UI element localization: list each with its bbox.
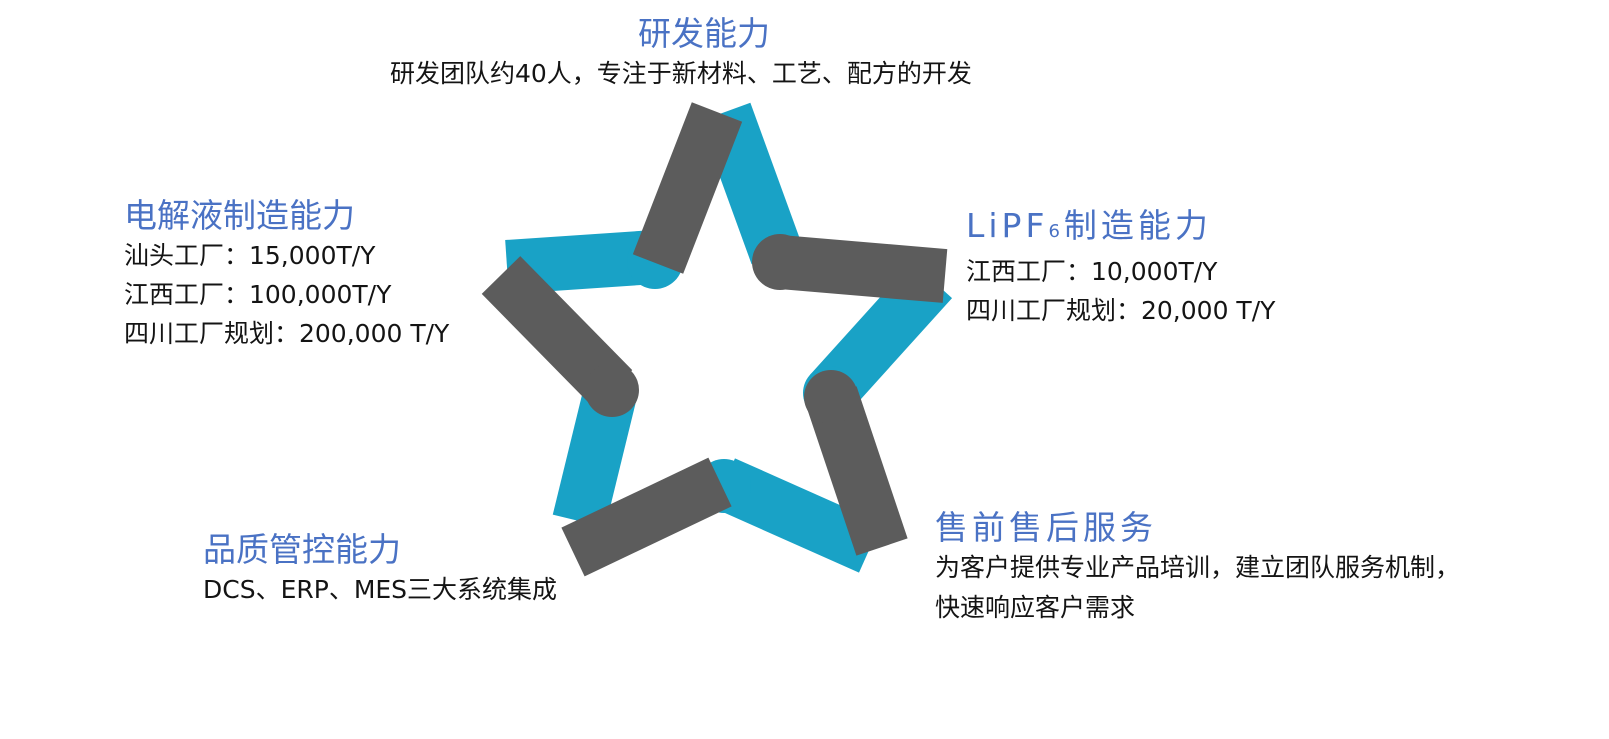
lipf6-capability-title: LiPF6制造能力 — [966, 206, 1275, 252]
service-desc-line-1: 为客户提供专业产品培训，建立团队服务机制， — [935, 553, 1461, 582]
quality-control-desc: DCS、ERP、MES三大系统集成 — [203, 575, 558, 604]
lipf6-sichuan-plan: 四川工厂规划：20,000 T/Y — [966, 296, 1276, 325]
lipf6-capability-block: LiPF6制造能力 江西工厂：10,000T/Y 四川工厂规划：20,000 T… — [966, 206, 1275, 330]
electrolyte-capability-block: 电解液制造能力 汕头工厂：15,000T/Y 江西工厂：100,000T/Y 四… — [124, 196, 449, 353]
service-title: 售前售后服务 — [935, 508, 1157, 547]
star-band-gray-bottom-left — [561, 457, 732, 577]
lipf6-title-rest: 制造能力 — [1063, 206, 1212, 245]
rd-capability-title: 研发能力 — [638, 14, 770, 53]
star-fold-gray-top — [752, 234, 808, 290]
service-desc-line-2: 快速响应客户需求 — [935, 593, 1136, 622]
electrolyte-jiangxi-capacity: 江西工厂：100,000T/Y — [124, 280, 392, 309]
service-block: 售前售后服务 为客户提供专业产品培训，建立团队服务机制， 快速响应客户需求 — [935, 508, 1460, 628]
electrolyte-sichuan-plan: 四川工厂规划：200,000 T/Y — [124, 319, 450, 348]
star-fold-gray-right — [804, 370, 858, 424]
electrolyte-capability-title: 电解液制造能力 — [124, 196, 355, 235]
rd-capability-block: 研发能力 研发团队约40人，专注于新材料、工艺、配方的开发 — [390, 14, 972, 93]
quality-control-block: 品质管控能力 DCS、ERP、MES三大系统集成 — [203, 530, 557, 609]
star-fold-gray-left — [585, 363, 639, 417]
lipf6-title-main: LiPF — [966, 206, 1049, 245]
star-band-gray-top — [632, 102, 743, 274]
electrolyte-shantou-capacity: 汕头工厂：15,000T/Y — [124, 241, 376, 270]
rd-capability-desc: 研发团队约40人，专注于新材料、工艺、配方的开发 — [390, 59, 972, 88]
quality-control-title: 品质管控能力 — [203, 530, 401, 569]
lipf6-title-subscript: 6 — [1048, 221, 1064, 242]
lipf6-jiangxi-capacity: 江西工厂：10,000T/Y — [966, 257, 1218, 286]
